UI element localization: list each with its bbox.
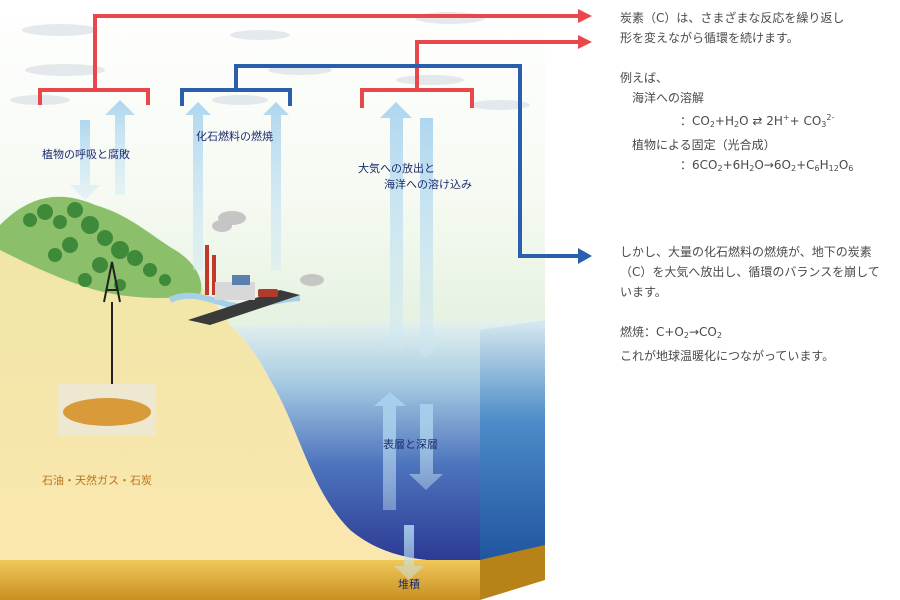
text-conclusion: これが地球温暖化につながっています。 [620, 349, 835, 363]
blue-arrow [180, 64, 578, 258]
text-para2-2: （C）を大気へ放出し、循環のバランスを崩して [620, 265, 880, 279]
blue-arrowhead [578, 248, 592, 264]
red-arrowheads [578, 9, 592, 49]
sediment-side [480, 545, 545, 600]
explanation-panel-2: しかし、大量の化石燃料の燃焼が、地下の炭素 （C）を大気へ放出し、循環のバランス… [620, 242, 880, 366]
forest-trees [23, 202, 171, 291]
label-ocean-exchange-2: 海洋への溶け込み [384, 178, 472, 191]
label-ocean-exchange-1: 大気への放出と [358, 162, 435, 175]
equation-burn: 燃焼：C+O2→CO2 [620, 325, 722, 340]
label-surface-deep: 表層と深層 [383, 438, 438, 451]
red-arrows [38, 14, 578, 108]
text-para2-1: しかし、大量の化石燃料の燃焼が、地下の炭素 [620, 245, 872, 259]
text-para2-3: います。 [620, 285, 667, 299]
text-line-1: 炭素（C）は、さまざまな反応を繰り返し [620, 11, 845, 25]
text-ocean-dissolve: 海洋への溶解 [632, 91, 705, 105]
road [188, 290, 300, 325]
ocean-side [480, 320, 545, 575]
text-example: 例えば、 [620, 71, 669, 85]
sediment-layer [0, 560, 480, 600]
text-line-2: 形を変えながら循環を続けます。 [620, 31, 799, 45]
exchange-arrows [70, 100, 443, 580]
factory [205, 245, 255, 300]
text-plant-fix: 植物による固定（光合成） [632, 138, 776, 152]
label-fossil-burn: 化石燃料の燃焼 [196, 130, 273, 143]
equation-photosynthesis: ：6CO2+6H2O→6O2+C6H12O6 [680, 158, 854, 173]
car [258, 289, 278, 297]
label-sediment: 堆積 [398, 578, 420, 591]
label-fossil-fuels: 石油・天然ガス・石炭 [42, 474, 152, 487]
label-plants: 植物の呼吸と腐敗 [42, 148, 130, 161]
land [0, 236, 480, 575]
smoke [212, 211, 324, 286]
explanation-panel: 炭素（C）は、さまざまな反応を繰り返し 形を変えながら循環を続けます。 例えば、… [620, 8, 853, 179]
equation-dissolve: ：CO2+H2O ⇄ 2H++ CO32- [680, 113, 835, 129]
